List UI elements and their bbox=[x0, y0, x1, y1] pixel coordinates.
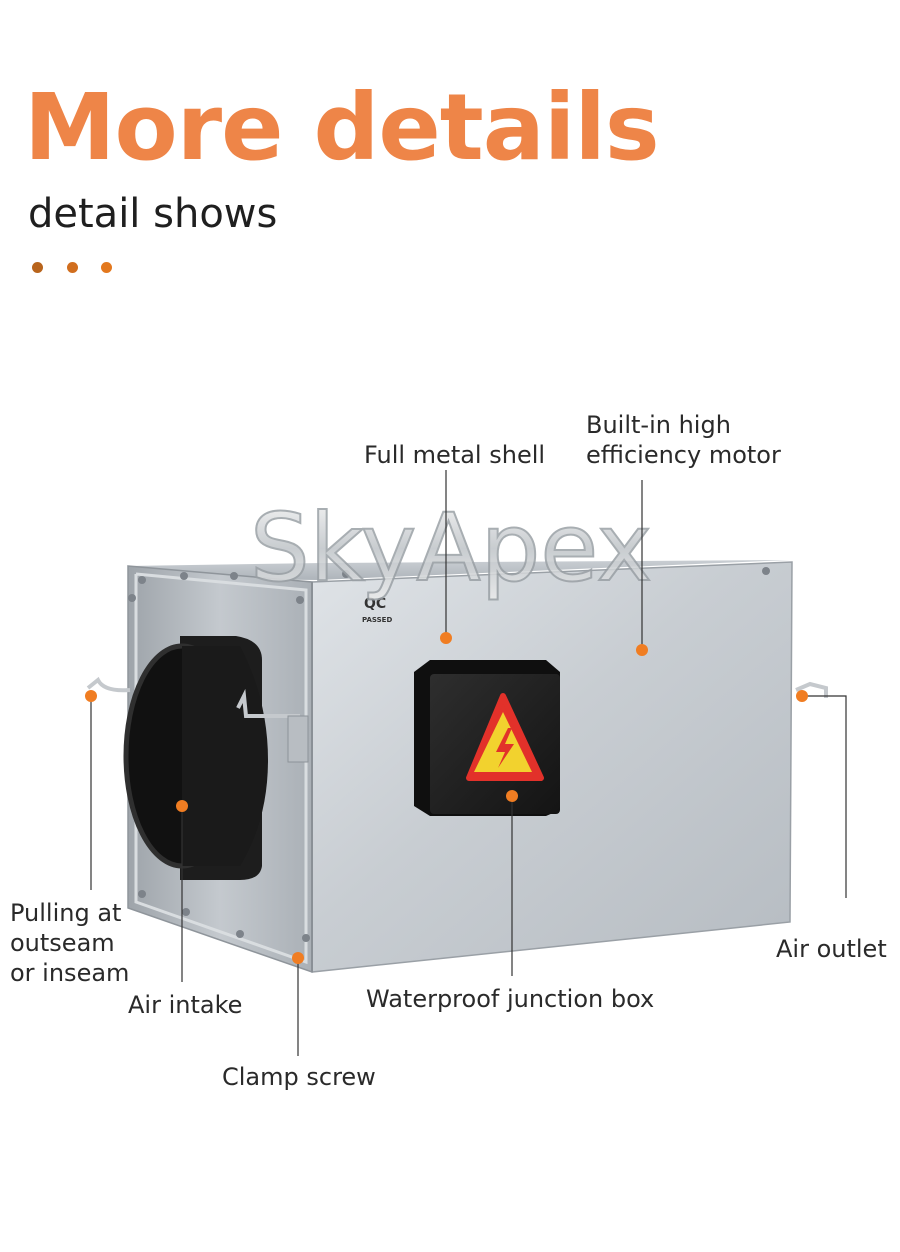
label-air-outlet: Air outlet bbox=[776, 935, 887, 963]
label-motor-line1: Built-in high bbox=[586, 411, 731, 439]
screw bbox=[236, 930, 244, 938]
label-motor-line2: efficiency motor bbox=[586, 441, 781, 469]
page-subtitle: detail shows bbox=[28, 191, 278, 237]
leader-lines bbox=[90, 470, 847, 1056]
screw bbox=[138, 890, 146, 898]
screw bbox=[762, 567, 770, 575]
qc-stamp: QC bbox=[364, 596, 386, 612]
leader-air-outlet bbox=[802, 695, 847, 898]
watermark: SkyApex bbox=[250, 494, 652, 603]
marker-motor bbox=[636, 644, 648, 656]
cabinet-screws bbox=[128, 567, 770, 942]
screw bbox=[128, 594, 136, 602]
marker-junction-box bbox=[506, 790, 518, 802]
marker-air-outlet bbox=[796, 690, 808, 702]
intake-clamp-hook bbox=[236, 688, 300, 718]
marker-full-metal-shell bbox=[440, 632, 452, 644]
junction-box bbox=[414, 660, 560, 816]
label-air-intake: Air intake bbox=[128, 991, 243, 1019]
qc-passed: PASSED bbox=[362, 616, 392, 624]
lightning-icon bbox=[496, 728, 514, 768]
left-clamp-hook bbox=[86, 676, 131, 693]
dot-3 bbox=[101, 262, 112, 273]
dot-2 bbox=[67, 262, 78, 273]
label-pulling-line2: outseam bbox=[10, 929, 115, 957]
screw bbox=[138, 576, 146, 584]
marker-air-intake bbox=[176, 800, 188, 812]
screw bbox=[180, 572, 188, 580]
dot-1 bbox=[32, 262, 43, 273]
screw bbox=[342, 570, 350, 578]
air-intake-collar bbox=[123, 636, 268, 880]
screw bbox=[182, 908, 190, 916]
intake-clamp-bracket bbox=[287, 715, 309, 763]
qc-sticker: QC PASSED bbox=[362, 596, 392, 624]
marker-pulling bbox=[85, 690, 97, 702]
label-pulling-line1: Pulling at bbox=[10, 899, 122, 927]
label-junction-box: Waterproof junction box bbox=[366, 985, 655, 1013]
label-full-metal-shell: Full metal shell bbox=[364, 441, 546, 469]
screw bbox=[296, 596, 304, 604]
clamp-hooks bbox=[86, 676, 828, 718]
page-title: More details bbox=[24, 74, 660, 181]
screw bbox=[302, 934, 310, 942]
callout-markers bbox=[85, 632, 808, 964]
label-clamp-screw: Clamp screw bbox=[222, 1063, 376, 1091]
right-clamp-hook bbox=[795, 681, 828, 698]
label-pulling-line3: or inseam bbox=[10, 959, 130, 987]
screw bbox=[230, 572, 238, 580]
marker-clamp-screw bbox=[292, 952, 304, 964]
cabinet-top-face bbox=[128, 560, 790, 580]
